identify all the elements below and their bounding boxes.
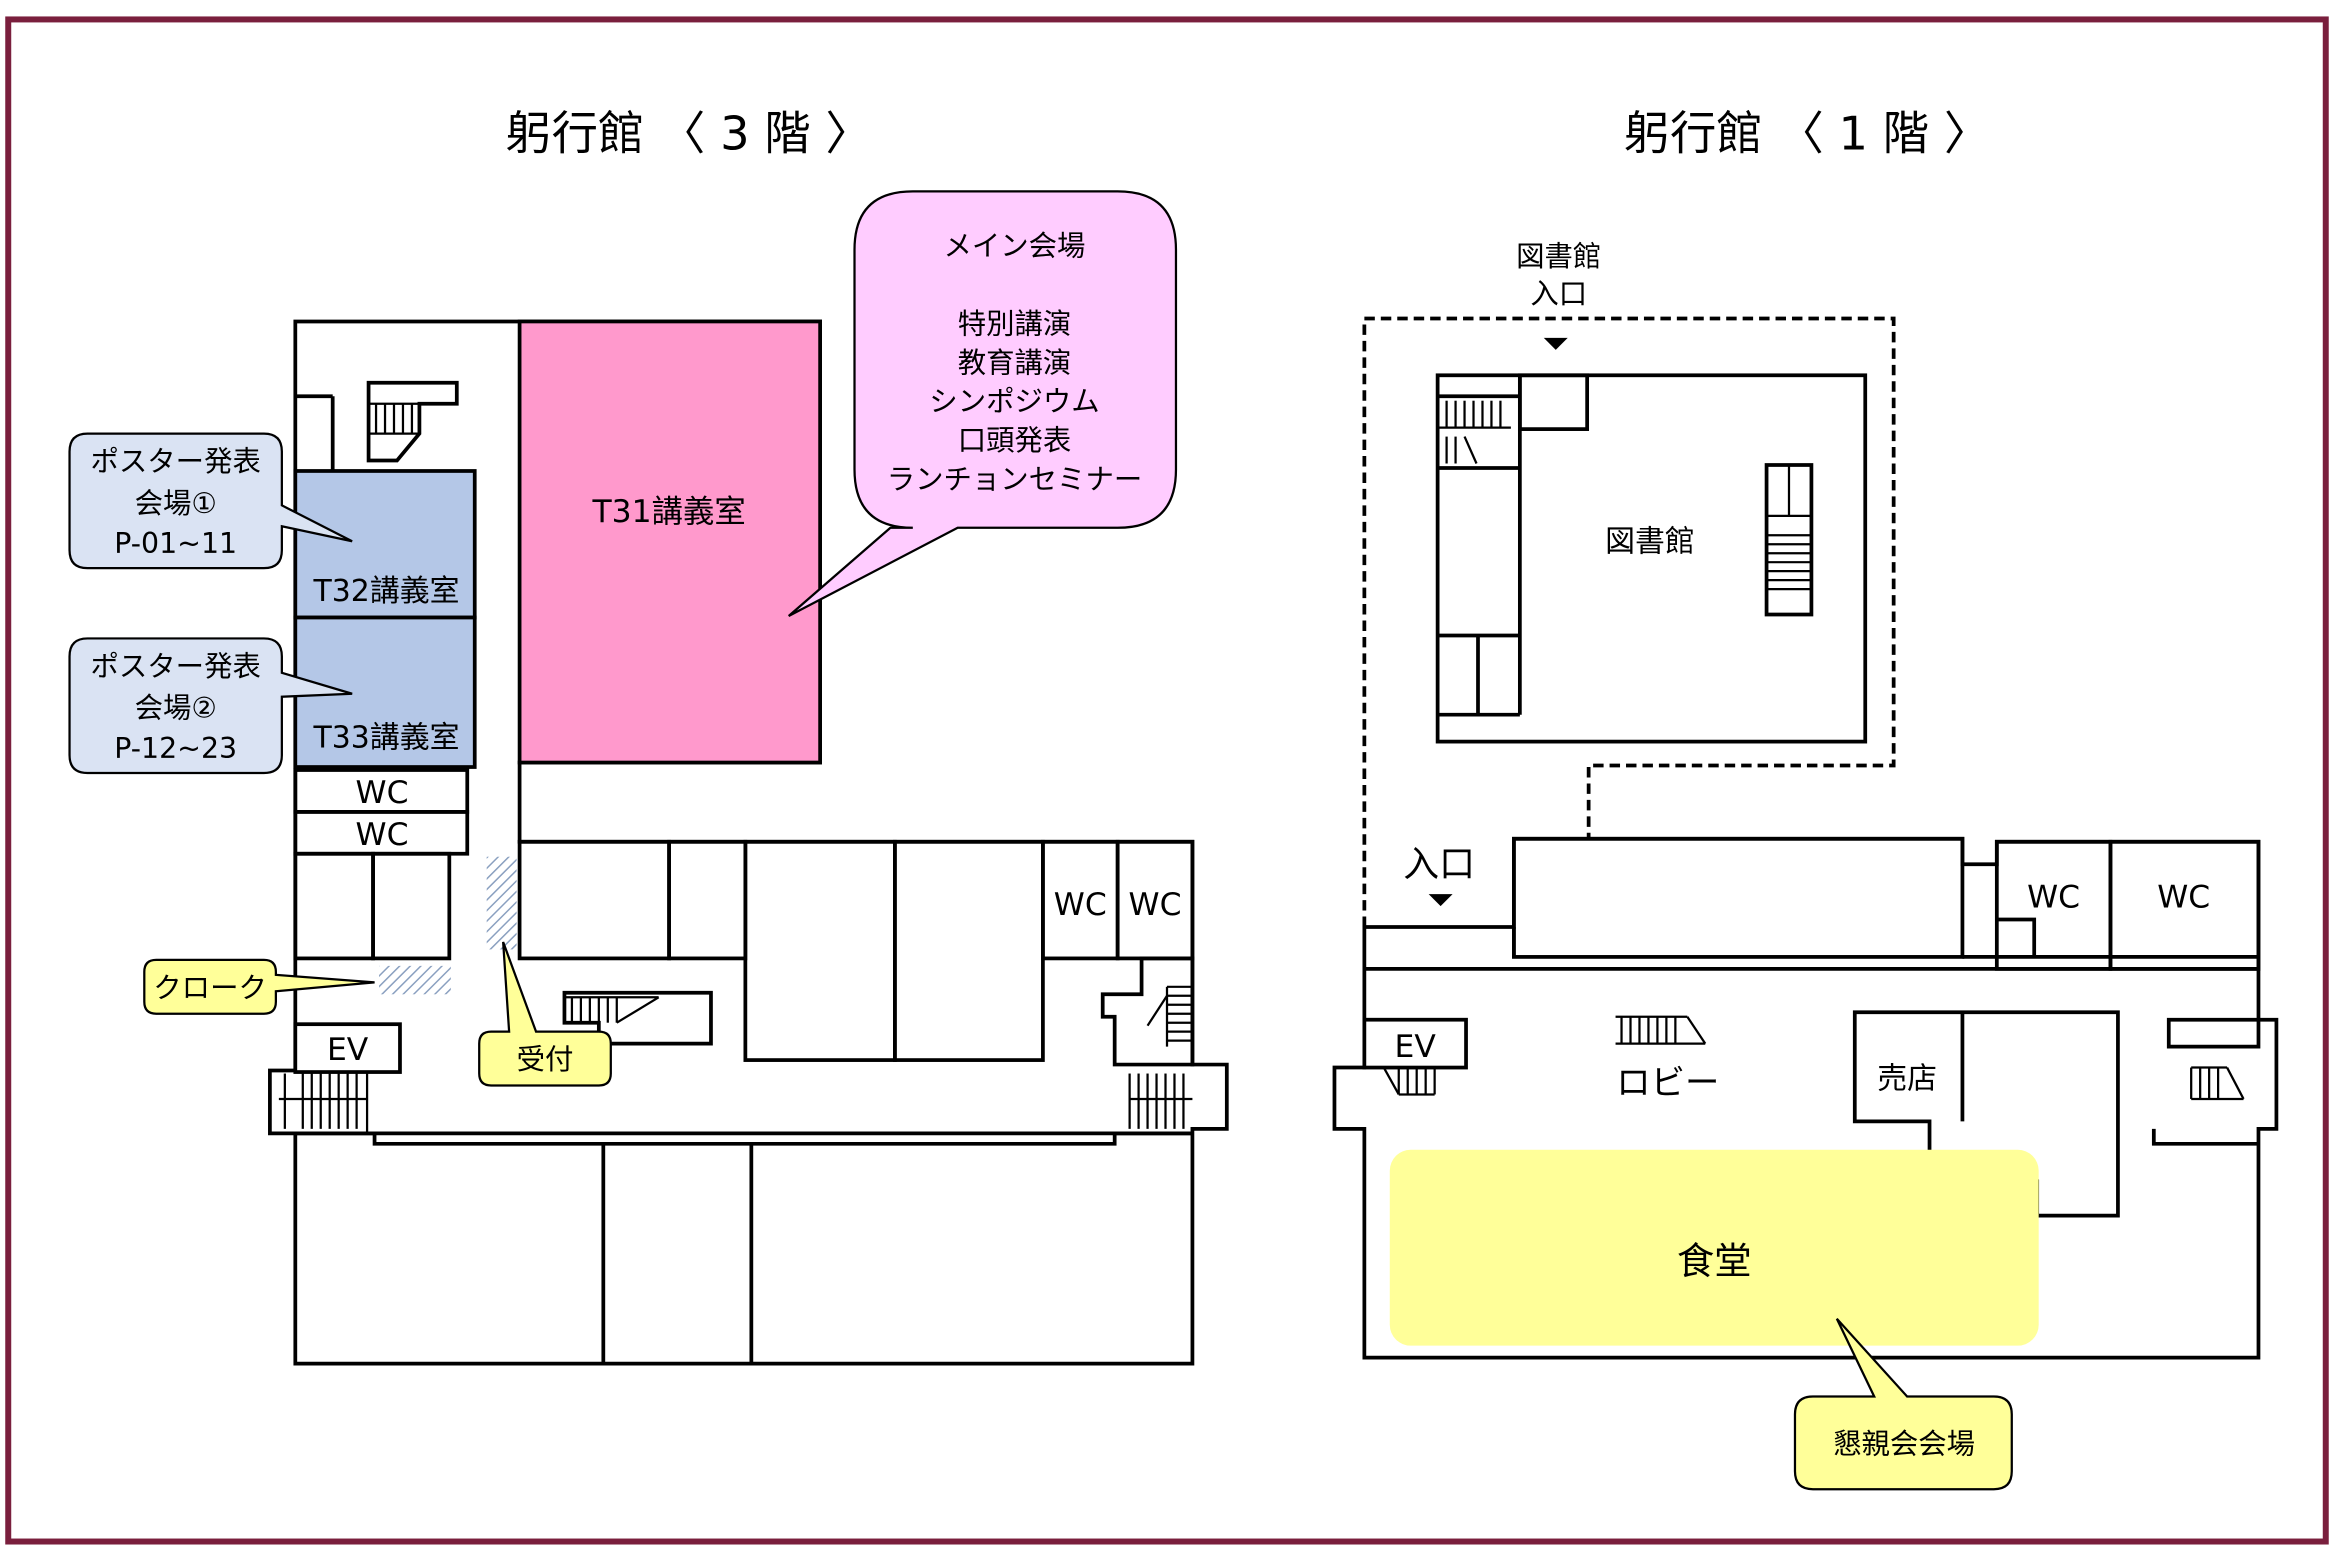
floor3-title: 躬行館 〈 3 階 〉	[505, 107, 871, 161]
callout-main	[787, 190, 1178, 618]
wc-3f-c: WC	[1054, 887, 1107, 923]
callout-reception-text: 受付	[517, 1043, 574, 1076]
entrance-1f: 入口	[1403, 844, 1475, 885]
svg-text:口頭発表: 口頭発表	[958, 424, 1072, 457]
shop-label: 売店	[1877, 1061, 1937, 1096]
callout-main-text: メイン会場 特別講演 教育講演 シンポジウム 口頭発表 ランチョンセミナー	[887, 230, 1143, 496]
wc-3f-a: WC	[356, 775, 409, 811]
library-entrance-label: 図書館 入口	[1516, 240, 1601, 310]
wc-3f-b: WC	[356, 817, 409, 853]
svg-text:ポスター発表: ポスター発表	[91, 650, 261, 683]
svg-text:シンポジウム: シンポジウム	[929, 385, 1099, 418]
callout-poster1	[68, 432, 353, 570]
callout-poster2-text: ポスター発表 会場② P-12~23	[91, 650, 261, 765]
svg-text:会場②: 会場②	[135, 692, 217, 725]
svg-text:P-01~11: P-01~11	[114, 527, 237, 560]
wc-1f-b: WC	[2157, 880, 2210, 916]
library-entrance-arrow	[1543, 337, 1568, 350]
callout-cloak-text: クローク	[153, 971, 267, 1004]
wc-3f-d: WC	[1129, 887, 1182, 923]
svg-text:ポスター発表: ポスター発表	[91, 445, 261, 478]
svg-text:会場①: 会場①	[135, 487, 217, 520]
svg-text:入口: 入口	[1530, 278, 1587, 311]
callout-party	[1793, 1317, 2013, 1491]
svg-text:特別講演: 特別講演	[958, 307, 1072, 340]
room-t33-label: T33講義室	[313, 721, 460, 756]
floor1-title: 躬行館 〈 1 階 〉	[1624, 107, 1990, 161]
room-t31-label: T31講義室	[591, 494, 745, 530]
svg-text:図書館: 図書館	[1516, 240, 1601, 273]
ev-3f: EV	[327, 1032, 369, 1068]
room-t32-label: T32講義室	[313, 574, 460, 609]
svg-text:ランチョンセミナー: ランチョンセミナー	[887, 463, 1143, 496]
lobby-label: ロビー	[1616, 1063, 1719, 1103]
ev-1f: EV	[1395, 1029, 1437, 1065]
room-t31	[517, 319, 822, 765]
reception-area	[486, 856, 517, 950]
svg-text:教育講演: 教育講演	[958, 346, 1072, 379]
wc-1f-a: WC	[2027, 880, 2080, 916]
entrance-arrow	[1428, 894, 1453, 907]
floor3-plan	[268, 319, 1229, 1366]
library-label: 図書館	[1605, 525, 1695, 560]
cafeteria-area	[1389, 1149, 2039, 1346]
callout-party-text: 懇親会会場	[1833, 1427, 1975, 1460]
callout-cloak	[143, 958, 375, 1015]
cafeteria-label: 食堂	[1677, 1239, 1752, 1283]
svg-text:P-12~23: P-12~23	[114, 732, 237, 765]
callout-reception	[478, 941, 612, 1087]
callout-poster1-text: ポスター発表 会場① P-01~11	[91, 445, 261, 560]
room-t32	[293, 469, 477, 620]
cloak-area	[379, 965, 451, 995]
callout-poster2	[68, 637, 353, 775]
room-t33	[293, 615, 477, 769]
svg-text:メイン会場: メイン会場	[944, 230, 1086, 263]
